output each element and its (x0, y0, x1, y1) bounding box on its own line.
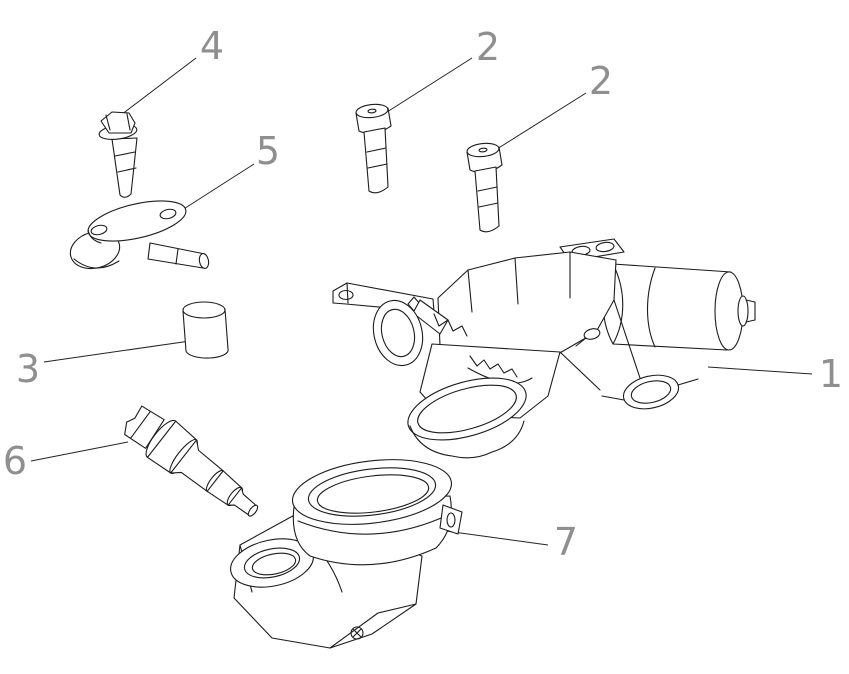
leader-line-part1 (707, 366, 813, 375)
callout-2b: 2 (589, 59, 613, 103)
leader-line-part4 (112, 57, 197, 122)
leader-line-part3 (43, 340, 191, 363)
leader-line-part6 (30, 441, 129, 462)
callout-4: 4 (200, 24, 224, 68)
part-1-throttle-body-assembly (332, 238, 756, 459)
callout-6: 6 (3, 439, 27, 483)
part-2-bolt-b (466, 142, 503, 233)
callout-7: 7 (554, 520, 578, 564)
part-7-intake-adapter (230, 459, 463, 649)
leader-lines (30, 57, 813, 546)
callout-numbers: 4 2 2 5 3 1 6 7 (3, 24, 843, 564)
leader-line-part2a (386, 57, 473, 113)
part-4-flange-bolt (98, 111, 138, 198)
callout-1: 1 (819, 352, 843, 396)
leader-line-part7 (445, 530, 549, 546)
part-5-sensor (69, 200, 210, 270)
part-2-bolt-a (355, 103, 392, 194)
part-6-injector (124, 405, 259, 517)
callout-5: 5 (256, 129, 280, 173)
part-3-spacer (182, 301, 229, 359)
leader-line-part5 (178, 163, 255, 213)
callout-2a: 2 (476, 25, 500, 69)
leader-line-part2b (496, 92, 587, 150)
callout-3: 3 (16, 347, 40, 391)
parts-group (69, 103, 756, 649)
